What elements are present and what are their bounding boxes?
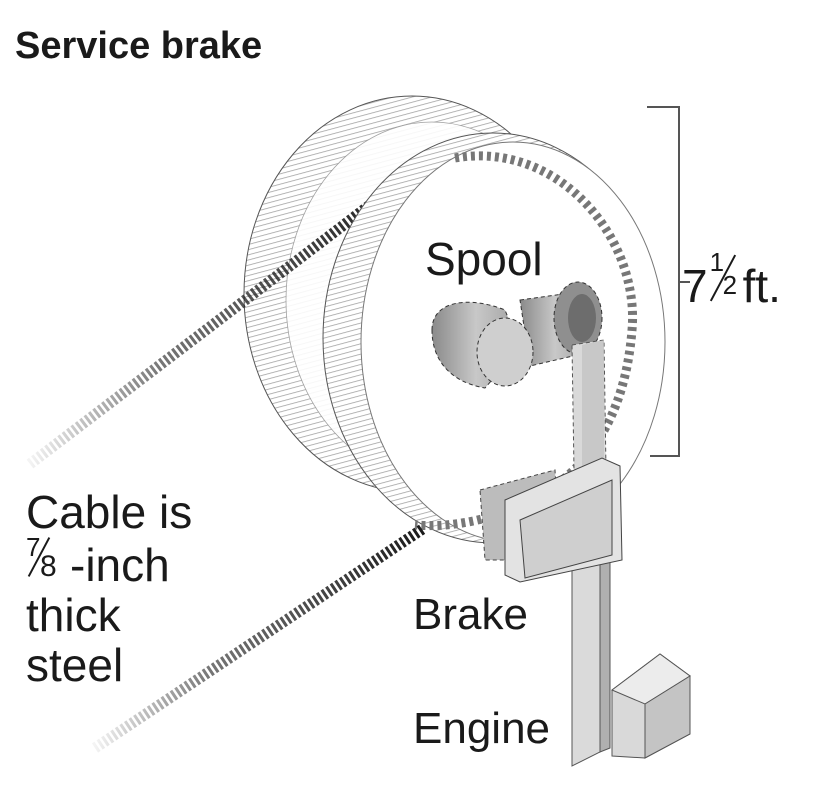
cable-line-3: thick <box>26 589 121 642</box>
height-fraction: 1 2 <box>709 249 739 302</box>
cable-numerator: 7 <box>26 532 41 563</box>
page-title: Service brake <box>15 25 263 67</box>
brake-pads <box>479 457 623 583</box>
height-numerator: 1 <box>709 247 725 277</box>
cable-line-1: Cable is <box>26 486 193 538</box>
height-bracket <box>647 106 690 457</box>
height-unit: ft. <box>742 260 781 312</box>
engine-box <box>611 653 691 759</box>
cable-label: Cable is 7 8 -inch thick steel <box>26 487 192 691</box>
engine-label: Engine <box>413 704 551 753</box>
cable-line-2-rest: -inch <box>70 539 170 592</box>
cable-line-4: steel <box>26 639 124 692</box>
upper-cable <box>26 171 412 469</box>
cable-denominator: 8 <box>40 550 57 584</box>
brake-linkage <box>571 339 607 471</box>
height-whole: 7 <box>682 260 708 312</box>
cable-line-2: 7 8 -inch <box>26 533 192 592</box>
brake-label: Brake <box>413 590 528 639</box>
cable-fraction: 7 8 <box>26 533 68 584</box>
height-denominator: 2 <box>722 270 738 300</box>
height-label: 7 1 2 ft. <box>682 249 781 312</box>
spool-label: Spool <box>425 233 543 285</box>
